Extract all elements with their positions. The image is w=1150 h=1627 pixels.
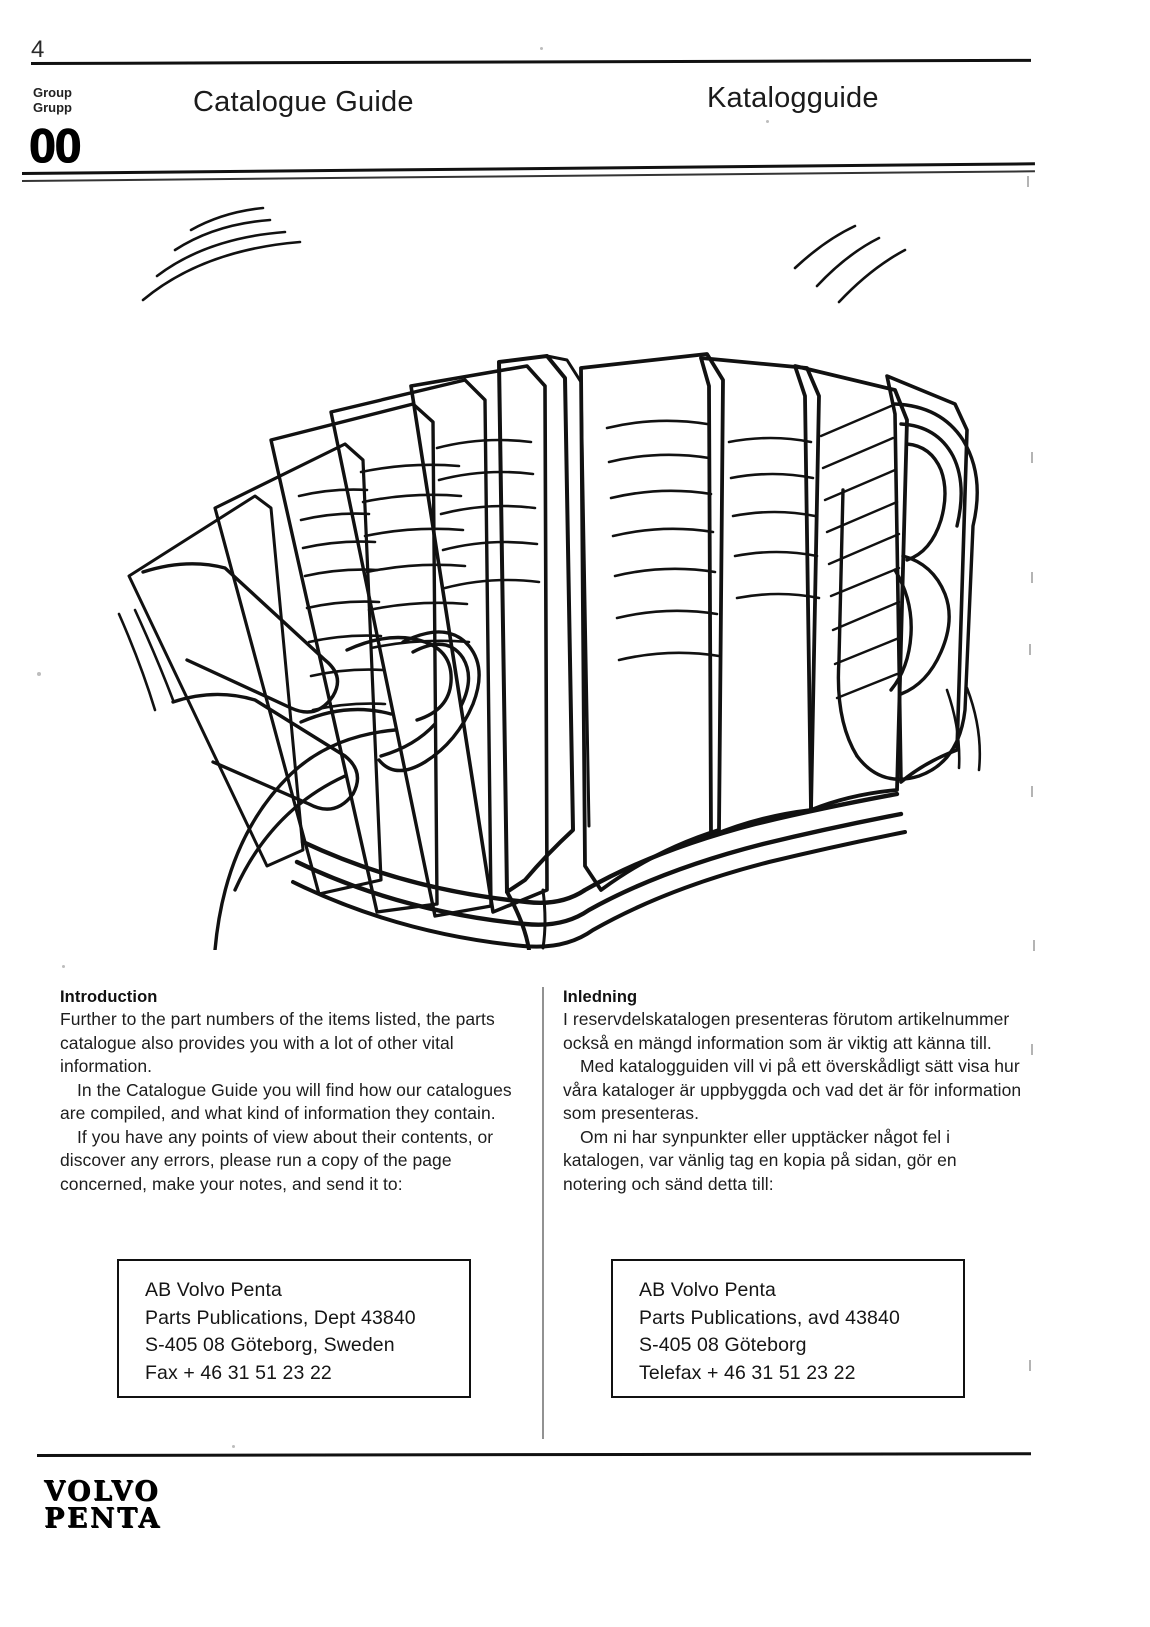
swedish-section-heading: Inledning [563,988,638,1006]
address-line: S-405 08 Göteborg [639,1334,807,1356]
group-label-en: Group [33,85,72,100]
address-box-english: AB Volvo Penta Parts Publications, Dept … [117,1259,471,1398]
header-top-rule [30,58,1031,65]
english-paragraph-3: If you have any points of view about the… [60,1126,494,1194]
column-swedish: Inledning I reservdelskatalogen presente… [563,988,1025,1196]
scan-margin-tick [1029,644,1031,655]
scan-margin-tick [1033,940,1035,951]
volvo-penta-logo: VOLVO PENTA [44,1478,162,1532]
scan-margin-tick [1031,1044,1033,1055]
page-title-swedish: Katalogguide [707,82,879,114]
swedish-paragraph-3: Om ni har synpunkter eller upptäcker någ… [563,1126,957,1194]
english-paragraph-1: Further to the part numbers of the items… [60,1009,495,1076]
swedish-paragraph-1: I reservdelskatalogen presenteras föruto… [563,1009,1010,1053]
right-hand [836,402,979,781]
motion-lines-top-right [793,224,907,304]
swedish-paragraph-2: Med katalogguiden vill vi på ett överskå… [563,1056,1022,1123]
address-line: Parts Publications, Dept 43840 [145,1306,416,1329]
address-box-swedish: AB Volvo Penta Parts Publications, avd 4… [611,1259,965,1398]
scan-margin-tick [1031,786,1033,797]
text-lines-page-right1 [605,419,721,662]
scan-speck [766,120,769,123]
english-section-heading: Introduction [60,988,158,1006]
motion-lines-lower-right [945,686,982,772]
group-label-sv: Grupp [33,100,72,115]
page-title-english: Catalogue Guide [193,86,414,118]
scan-speck [540,47,543,50]
motion-lines-top-left [141,206,302,302]
scan-margin-tick [1031,572,1033,583]
logo-line-penta: PENTA [44,1503,162,1534]
scan-margin-tick [1029,1360,1031,1371]
column-english: Introduction Further to the part numbers… [60,988,522,1196]
address-line: Parts Publications, avd 43840 [639,1306,900,1329]
page-folio-number: 4 [31,36,45,63]
address-line: AB Volvo Penta [145,1279,282,1301]
scan-margin-tick [1031,452,1033,463]
scan-speck [62,965,65,968]
scan-speck [37,672,41,676]
group-number: 00 [29,120,81,173]
address-line: Telefax + 46 31 51 23 22 [639,1361,856,1384]
hands-riffling-open-book-illustration [95,190,1025,950]
text-lines-page3 [297,488,387,712]
column-divider [542,987,544,1439]
footer-rule [36,1452,1032,1457]
address-line: AB Volvo Penta [639,1279,776,1301]
left-hand [141,562,481,950]
english-paragraph-2: In the Catalogue Guide you will find how… [60,1079,512,1124]
hatch-lines-right-page [819,404,901,700]
text-lines-page4 [359,463,471,650]
logo-line-volvo: VOLVO [44,1476,161,1507]
book-lower-block [291,791,907,950]
scan-margin-tick [1027,176,1029,187]
address-line: S-405 08 Göteborg, Sweden [145,1334,395,1356]
motion-lines-lower-left [117,608,175,712]
scan-speck [232,1445,235,1448]
page-fan [127,352,969,918]
address-line: Fax + 46 31 51 23 22 [145,1361,332,1384]
text-lines-page5 [435,438,541,590]
group-label-block: Group Grupp [33,85,72,115]
